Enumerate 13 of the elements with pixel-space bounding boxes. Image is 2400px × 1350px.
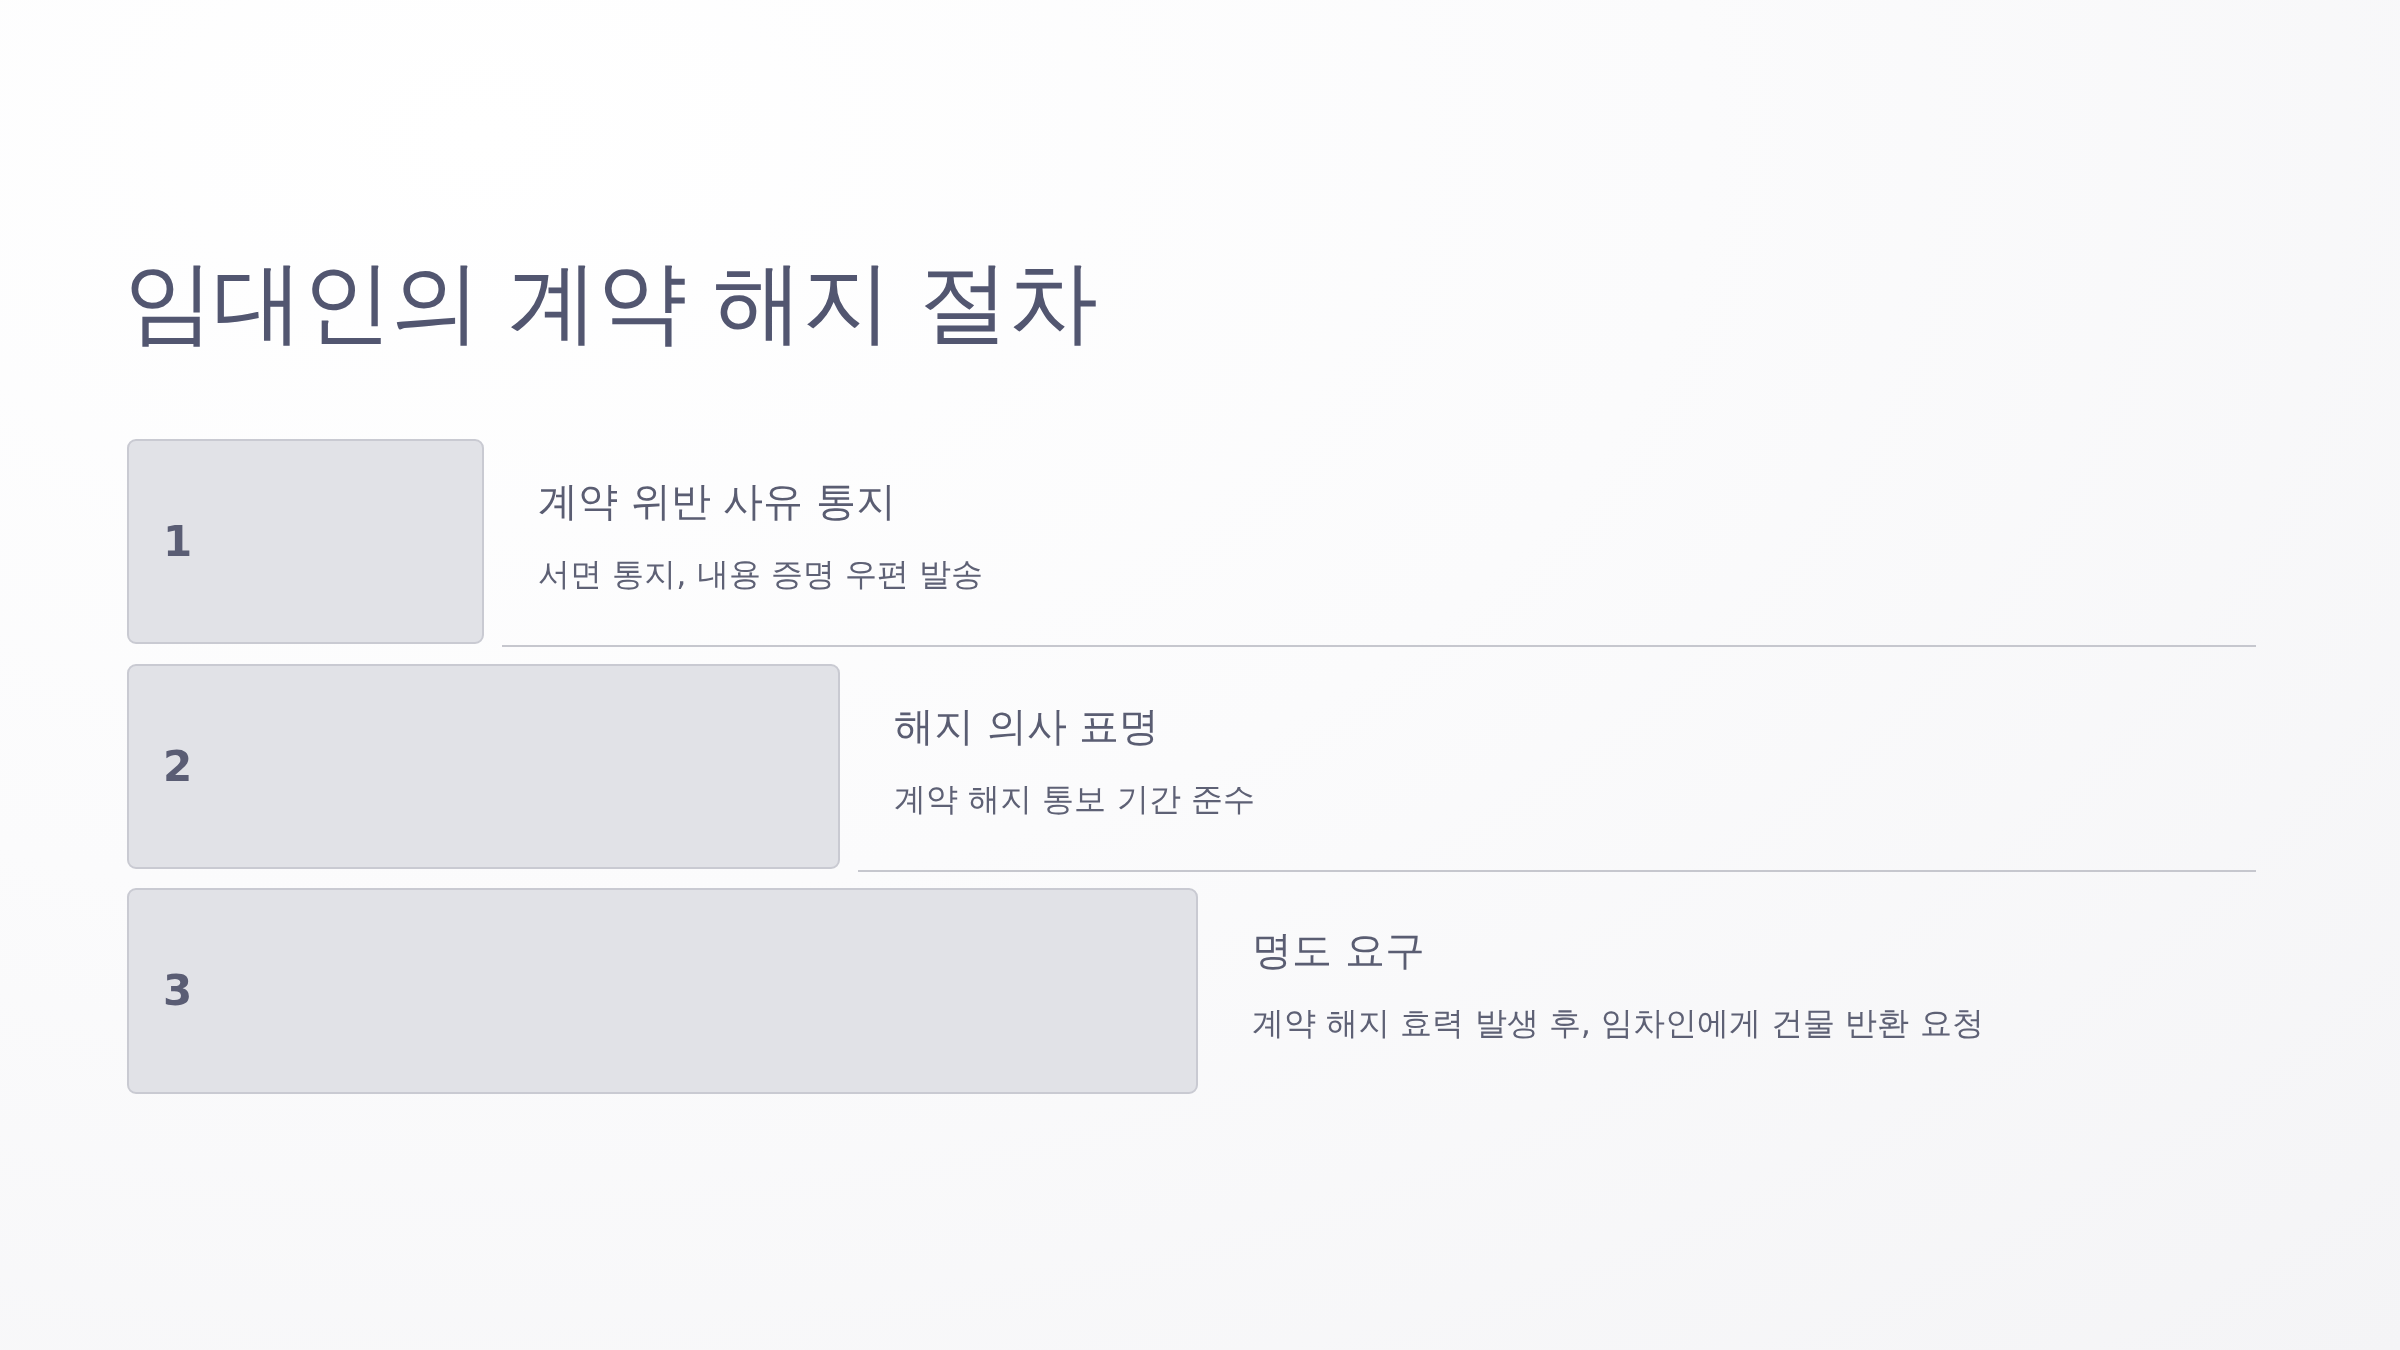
step-box — [127, 439, 484, 644]
step-box — [127, 664, 840, 869]
step-heading: 계약 위반 사유 통지 — [538, 477, 897, 525]
step-description: 서면 통지, 내용 증명 우편 발송 — [538, 555, 984, 594]
step-heading: 명도 요구 — [1252, 926, 1425, 974]
title: 임대인의 계약 해지 절차 — [124, 248, 1097, 356]
step-number: 3 — [163, 965, 193, 1017]
step-description: 계약 해지 통보 기간 준수 — [894, 780, 1255, 819]
step-number: 2 — [163, 741, 193, 792]
step-box — [127, 888, 1198, 1094]
step-description: 계약 해지 효력 발생 후, 임차인에게 건물 반환 요청 — [1252, 1004, 1984, 1043]
step-heading: 해지 의사 표명 — [894, 702, 1160, 750]
step-number: 1 — [163, 516, 193, 567]
